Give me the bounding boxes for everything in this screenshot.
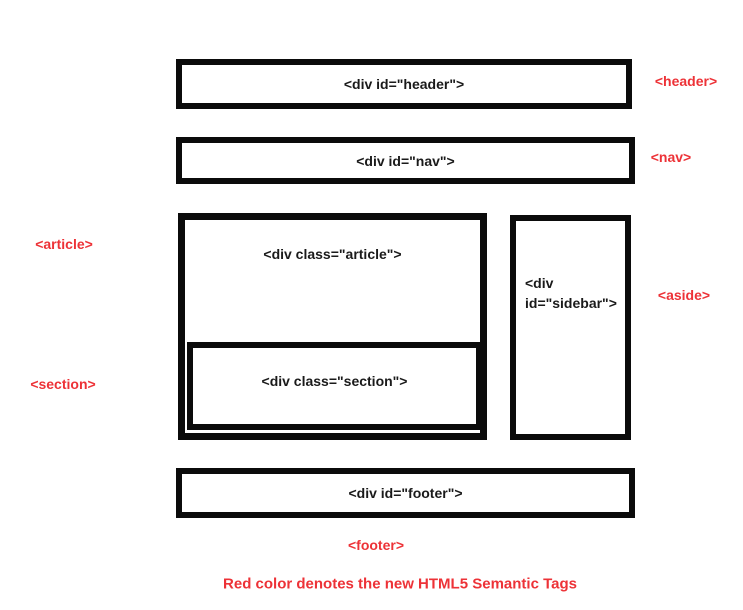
section-div-box: <div class="section"> (187, 342, 482, 430)
header-div-label: <div id="header"> (343, 76, 465, 92)
nav-div-label: <div id="nav"> (356, 152, 455, 169)
footer-div-label: <div id="footer"> (348, 485, 463, 501)
nav-div-box: <div id="nav"> (176, 137, 635, 184)
article-div-label: <div class="article"> (263, 246, 402, 262)
header-tag-annotation: <header> (654, 73, 718, 89)
sidebar-div-label: <div id="sidebar"> (525, 275, 617, 311)
article-tag-annotation: <article> (35, 236, 93, 252)
section-div-label: <div class="section"> (261, 373, 408, 389)
header-div-box: <div id="header"> (176, 59, 632, 109)
footer-tag-annotation: <footer> (347, 537, 405, 553)
section-tag-annotation: <section> (30, 376, 96, 392)
footer-div-box: <div id="footer"> (176, 468, 635, 518)
sidebar-div-box: <div id="sidebar"> (510, 215, 631, 440)
aside-tag-annotation: <aside> (657, 287, 711, 303)
nav-tag-annotation: <nav> (650, 149, 692, 165)
diagram-caption: Red color denotes the new HTML5 Semantic… (223, 575, 577, 593)
